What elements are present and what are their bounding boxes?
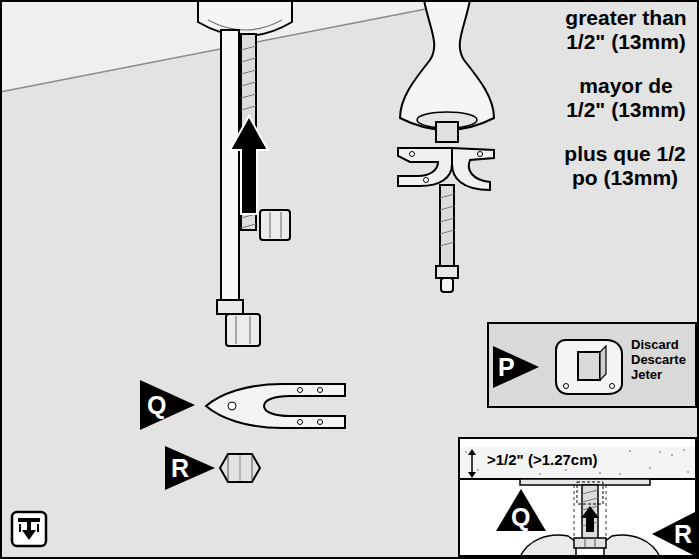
detail-inset-art bbox=[458, 437, 697, 557]
callout-letter: R bbox=[165, 446, 215, 490]
inset-panel: >1/2" (>1.27cm) Q R bbox=[458, 437, 697, 557]
callout-letter-text: Q bbox=[147, 393, 166, 418]
callout-letter: Q bbox=[496, 489, 546, 531]
dimension-note: mayor de 1/2" (13mm) bbox=[562, 74, 690, 121]
callout-letter: P bbox=[493, 346, 539, 388]
inset-panel: Discard Descarte Jeter P bbox=[487, 322, 697, 408]
callout-letter: R bbox=[652, 511, 697, 557]
left-faucet bbox=[198, 0, 292, 346]
bracket-part bbox=[206, 384, 345, 428]
callout-letter-text: Q bbox=[511, 505, 530, 530]
dimension-note: plus que 1/2 po (13mm) bbox=[555, 142, 695, 189]
callout-letter-text: R bbox=[171, 456, 189, 481]
callout-letter-text: P bbox=[498, 355, 515, 380]
callout-letter: Q bbox=[140, 380, 195, 430]
right-faucet bbox=[398, 0, 494, 292]
discard-panel-art bbox=[487, 322, 697, 408]
callout-letter-text: R bbox=[674, 522, 692, 547]
panel-text: Discard Descarte Jeter bbox=[631, 338, 693, 383]
nut-part bbox=[220, 454, 260, 482]
step-icon bbox=[12, 512, 46, 546]
dimension-note: greater than 1/2" (13mm) bbox=[562, 6, 690, 53]
panel-text: >1/2" (>1.27cm) bbox=[484, 451, 601, 468]
